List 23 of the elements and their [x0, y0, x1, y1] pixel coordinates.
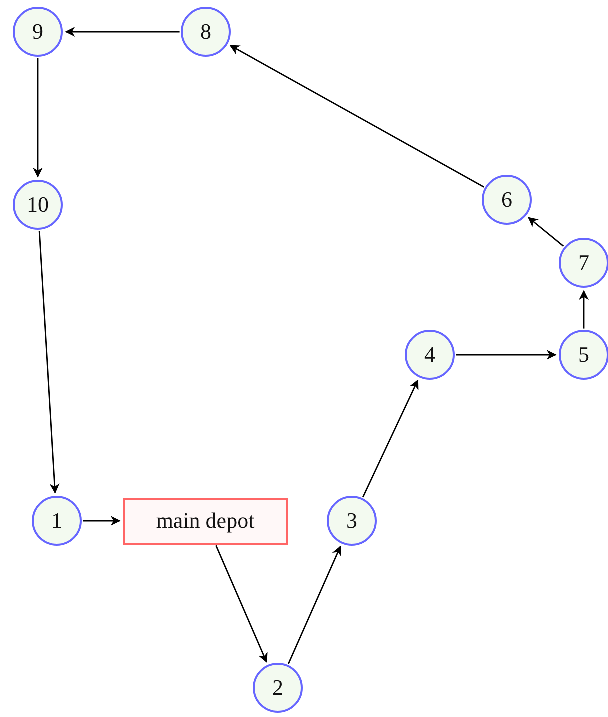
arrow [230, 45, 484, 188]
node-label: 1 [52, 510, 62, 532]
arrow [65, 27, 180, 37]
node-label: 8 [200, 21, 212, 43]
node-label: 9 [32, 21, 44, 43]
node-label: 2 [272, 677, 284, 699]
arrow [362, 380, 419, 498]
node-label: main depot [156, 510, 255, 532]
arrow [33, 58, 43, 178]
arrow [216, 545, 268, 664]
arrow [288, 546, 342, 664]
node-label: 4 [424, 344, 436, 366]
depot-box [123, 498, 288, 544]
node-label: 5 [578, 344, 590, 366]
arrow [579, 290, 589, 329]
node-label: 6 [502, 189, 512, 211]
node-label: 10 [27, 194, 49, 216]
node-label: 3 [346, 510, 358, 532]
arrow [38, 231, 60, 494]
arrow [83, 516, 121, 526]
arrow [528, 217, 564, 247]
node-label: 7 [578, 252, 590, 274]
arrow [456, 350, 557, 360]
